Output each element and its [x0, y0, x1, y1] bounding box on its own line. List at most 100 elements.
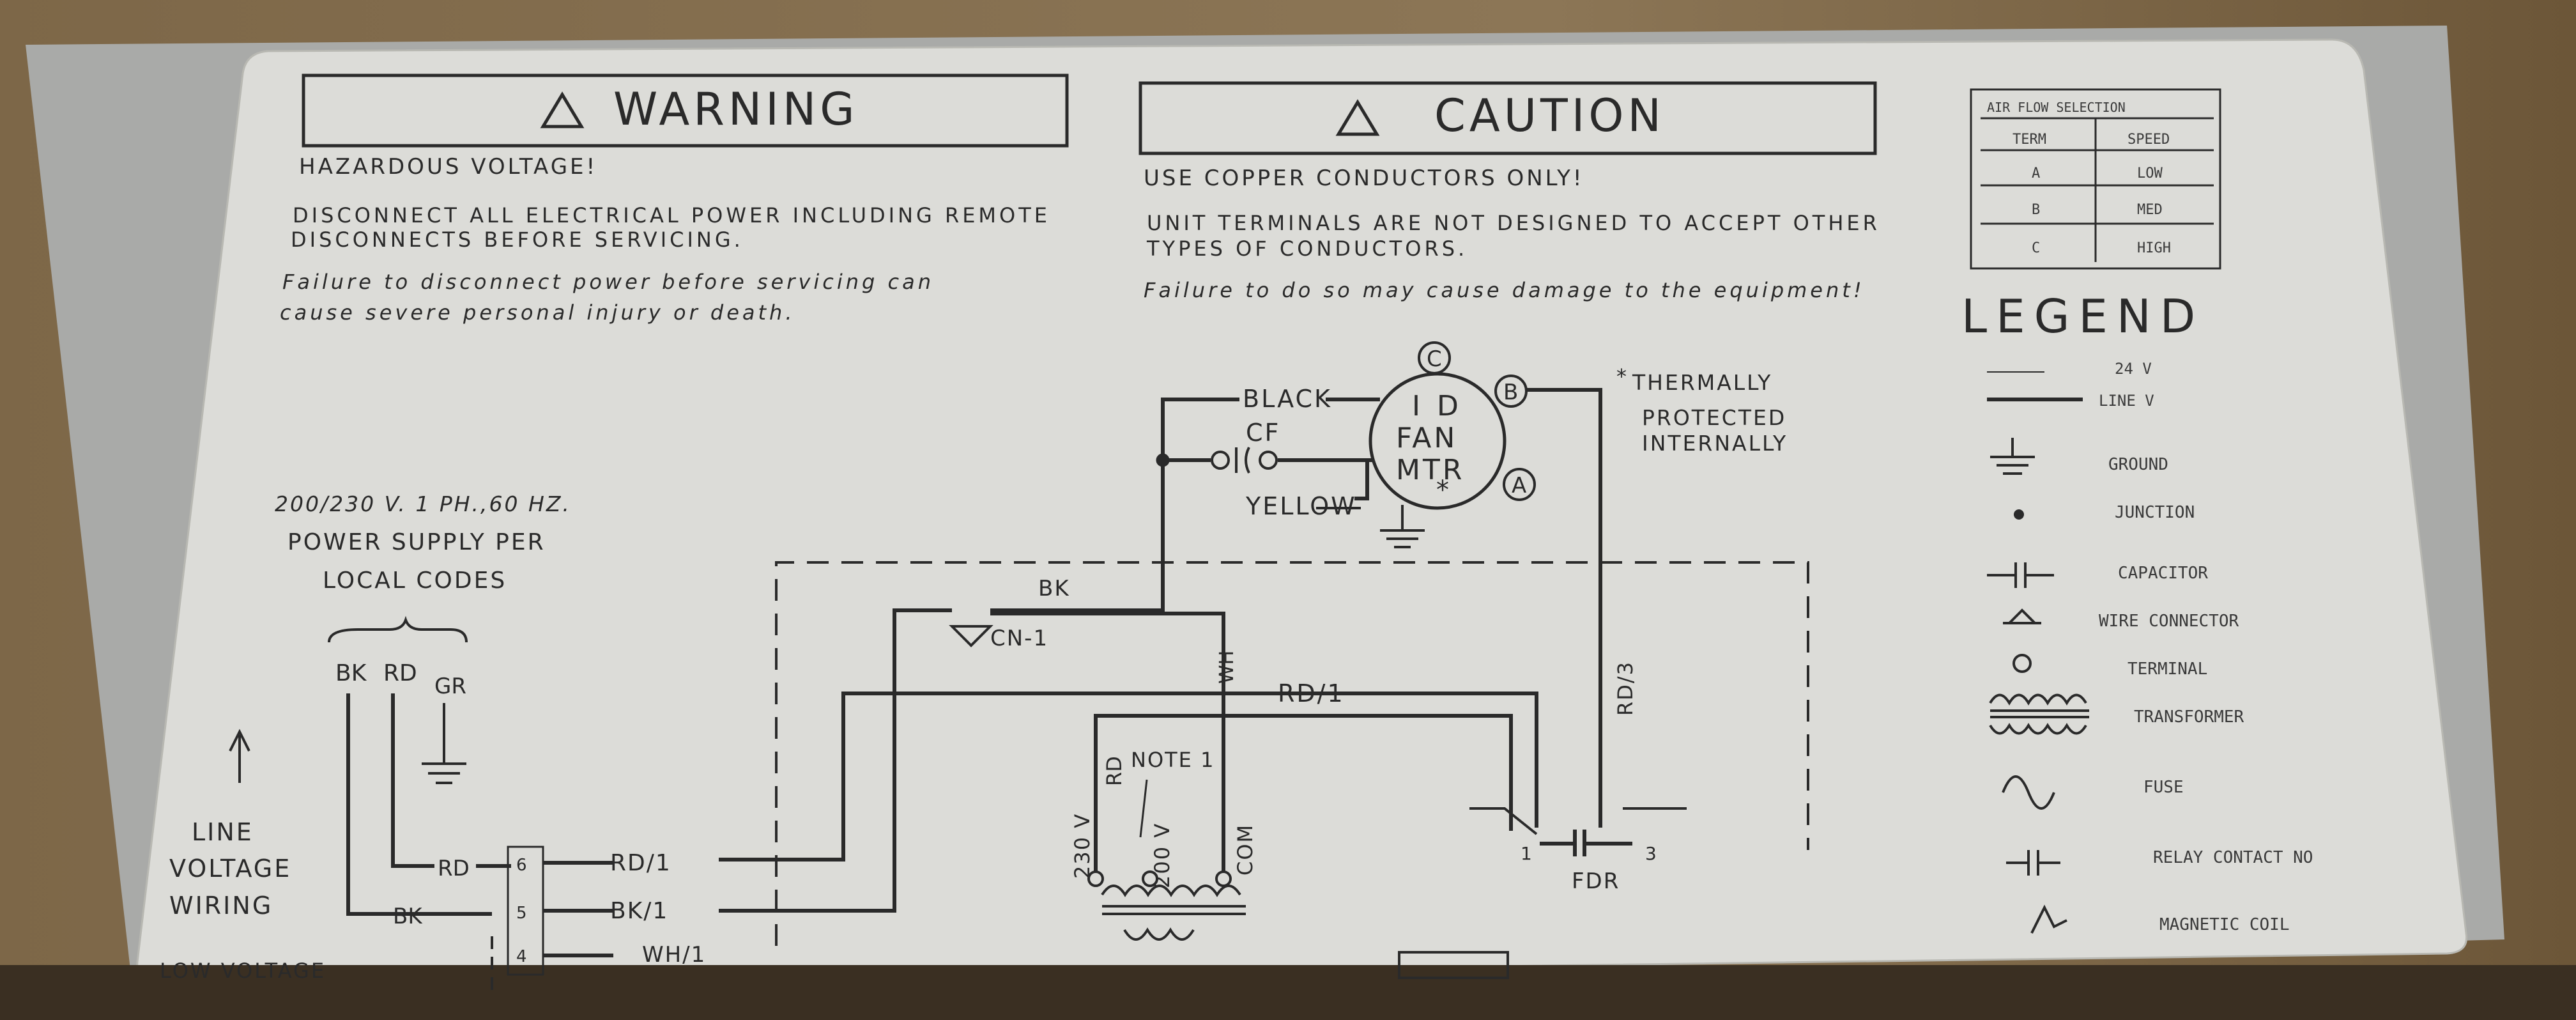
cn1-connector-icon	[949, 625, 993, 647]
airflow-cell: HIGH	[2137, 240, 2171, 256]
airflow-header-term: TERM	[2012, 132, 2046, 148]
fdr-term3: 3	[1645, 843, 1657, 864]
v230-label: 230 V	[1070, 813, 1094, 879]
motor-line1: I D	[1412, 390, 1462, 422]
terminal-6: 6	[516, 856, 527, 875]
rd3-label: RD/3	[1613, 661, 1637, 716]
line-voltage-1: LINE	[192, 818, 254, 846]
warning-line3: DISCONNECTS BEFORE SERVICING.	[291, 228, 744, 252]
power-supply-notes: 200/230 V. 1 PH.,60 HZ. POWER SUPPLY PER…	[160, 491, 571, 983]
legend-line-v: LINE V	[2099, 392, 2154, 410]
cf-capacitor-icon	[1211, 447, 1278, 474]
cf-label: CF	[1246, 419, 1280, 447]
power-supply-line3: LOCAL CODES	[323, 568, 507, 594]
airflow-table	[1970, 88, 2221, 270]
magnetic-coil-icon	[2030, 904, 2067, 934]
caution-line4: Failure to do so may cause damage to the…	[1144, 278, 1865, 302]
legend-capacitor: CAPACITOR	[2118, 564, 2208, 583]
airflow-cell: C	[2032, 240, 2040, 256]
airflow-cell: A	[2032, 166, 2040, 182]
black-label: BLACK	[1243, 385, 1332, 413]
terminal-icon	[2012, 654, 2032, 673]
fan-motor: I D FAN MTR * C B A	[1368, 341, 1536, 510]
caution-triangle-icon	[1335, 99, 1380, 136]
rd-left-label: RD	[438, 856, 470, 881]
motor-terminal-a	[1503, 468, 1536, 501]
transformer-icon	[1989, 693, 2089, 735]
low-voltage-cut: LOW VOLTAGE	[160, 959, 326, 983]
legend-relay-contact: RELAY CONTACT NO	[2153, 848, 2313, 867]
label-plate	[136, 38, 2468, 985]
airflow-cell: B	[2032, 202, 2040, 218]
wh1-left-label: WH/1	[642, 942, 706, 968]
rd1-label: RD/1	[1278, 679, 1345, 707]
black-lead	[1161, 398, 1239, 460]
relay-contact-icon	[2006, 850, 2060, 876]
power-supply-line1: 200/230 V. 1 PH.,60 HZ.	[275, 491, 571, 516]
note1-label: NOTE 1	[1131, 748, 1215, 772]
caution-title: CAUTION	[1434, 89, 1665, 142]
rd3-wire	[1517, 388, 1602, 828]
caution-line1: USE COPPER CONDUCTORS ONLY!	[1144, 166, 1584, 191]
legend-junction: JUNCTION	[2115, 503, 2195, 522]
bk-to-motor	[990, 460, 1165, 612]
warning-block: WARNING HAZARDOUS VOLTAGE! DISCONNECT AL…	[280, 73, 1069, 325]
motor-line2: FAN	[1396, 422, 1457, 454]
motor-term-b-label: B	[1503, 380, 1518, 405]
motor-term-c-label: C	[1427, 346, 1442, 372]
up-arrow-icon	[229, 729, 250, 783]
legend-title: LEGEND	[1961, 290, 2204, 343]
bk1-left-label: BK/1	[610, 898, 668, 924]
supply-bk: BK	[335, 660, 367, 686]
thermal-star: *	[1616, 364, 1627, 389]
bottom-shadow	[0, 965, 2576, 1020]
thermal-line3: INTERNALLY	[1642, 431, 1788, 456]
bk-left-label: BK	[393, 904, 423, 929]
motor-terminal-b	[1494, 375, 1528, 408]
supply-ground-icon	[422, 703, 466, 784]
diagram-labels: BLACK CF YELLOW * THERMALLY PROTECTED IN…	[393, 364, 1788, 968]
airflow-table-text: AIR FLOW SELECTION TERM SPEED A LOW B ME…	[1987, 100, 2171, 256]
power-supply-line2: POWER SUPPLY PER	[288, 529, 546, 555]
warning-line1: HAZARDOUS VOLTAGE!	[299, 154, 597, 180]
warning-triangle-icon	[540, 91, 585, 128]
line-voltage-3: WIRING	[169, 892, 273, 920]
airflow-table-frame	[1970, 88, 2221, 270]
cn1-label: CN-1	[990, 626, 1048, 651]
warning-line4: Failure to disconnect power before servi…	[282, 270, 934, 294]
legend-wire-connector: WIRE CONNECTOR	[2099, 612, 2239, 631]
rd1-left-label: RD/1	[610, 850, 671, 876]
note1-arrow	[1139, 779, 1148, 838]
legend-transformer: TRANSFORMER	[2134, 707, 2244, 727]
legend-fuse: FUSE	[2143, 778, 2184, 797]
thermal-line2: PROTECTED	[1642, 405, 1786, 430]
ground-icon	[1990, 438, 2035, 475]
warning-title-box	[302, 73, 1069, 148]
supply-rd: RD	[383, 660, 417, 686]
legend: LEGEND 24 V LINE V GROUND JUNCTION CAPAC…	[1961, 290, 2313, 934]
wiring	[346, 388, 1809, 994]
junction-dot	[1156, 453, 1170, 467]
lower-component	[1398, 951, 1509, 979]
fdr-term1: 1	[1521, 843, 1532, 864]
terminal-5: 5	[516, 904, 527, 923]
warning-line2: DISCONNECT ALL ELECTRICAL POWER INCLUDIN…	[293, 203, 1050, 228]
supply-brace	[328, 615, 468, 643]
rd-vertical-label: RD	[1102, 756, 1126, 786]
motor-line3: MTR	[1396, 454, 1464, 486]
line-voltage-2: VOLTAGE	[169, 854, 291, 883]
legend-terminal: TERMINAL	[2128, 660, 2207, 679]
legend-ground: GROUND	[2108, 455, 2168, 474]
wh-wire	[990, 612, 1225, 872]
legend-magnetic-coil: MAGNETIC COIL	[2159, 915, 2290, 934]
rd1-wire	[719, 692, 1538, 862]
legend-24v: 24 V	[2115, 360, 2152, 378]
fdr-label: FDR	[1572, 869, 1620, 894]
motor-term-a-label: A	[1512, 473, 1526, 498]
yellow-lead	[1354, 460, 1369, 500]
rd-xfmr-wire	[1094, 714, 1513, 872]
transformer-symbol	[1087, 870, 1246, 941]
caution-block: CAUTION USE COPPER CONDUCTORS ONLY! UNIT…	[1138, 81, 1877, 302]
motor-star: *	[1436, 475, 1449, 505]
com-label: COM	[1233, 824, 1257, 876]
